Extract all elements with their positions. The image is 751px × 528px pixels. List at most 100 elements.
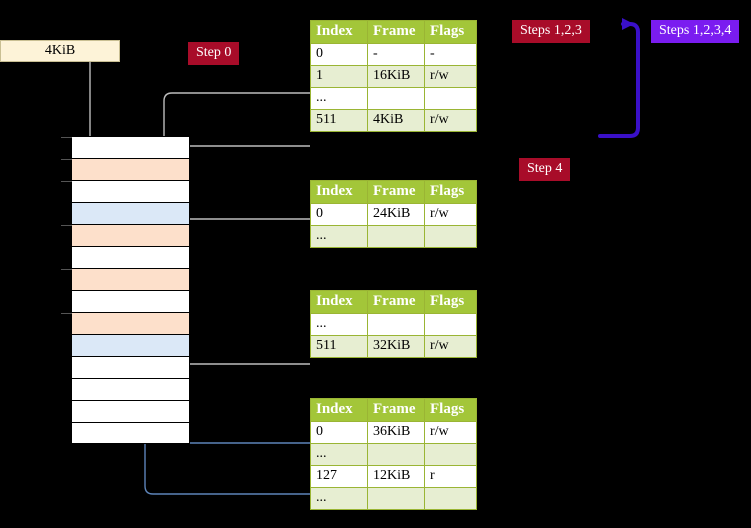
- table-cell: ...: [310, 313, 368, 336]
- memory-row-tick: [61, 159, 72, 160]
- violet-bracket-arrow: [598, 18, 640, 138]
- memory-column: [61, 136, 190, 444]
- table-row: ...: [310, 87, 477, 110]
- badge-steps-1-2-3-4: Steps 1,2,3,4: [651, 20, 740, 43]
- column-header-index: Index: [310, 180, 368, 204]
- table-cell: 32KiB: [367, 335, 425, 358]
- table-cell: ...: [310, 225, 368, 248]
- memory-row: [61, 136, 190, 158]
- memory-row: [61, 224, 190, 246]
- memory-row: [71, 356, 190, 378]
- kib-box-label: 4KiB: [44, 43, 76, 58]
- table-cell: [424, 487, 477, 510]
- table-cell: r/w: [424, 65, 477, 88]
- table-cell: 16KiB: [367, 65, 425, 88]
- table-cell: ...: [310, 87, 368, 110]
- table-cell: 36KiB: [367, 421, 425, 444]
- wire-table2-row511-to-memory: [177, 308, 310, 365]
- column-header-flags: Flags: [424, 20, 477, 44]
- memory-row-tick: [61, 181, 72, 182]
- badge-step-0: Step 0: [188, 42, 240, 65]
- table-cell: 511: [310, 109, 368, 132]
- memory-row: [61, 180, 190, 202]
- table-cell: [367, 487, 425, 510]
- table-cell: 4KiB: [367, 109, 425, 132]
- table-cell: 12KiB: [367, 465, 425, 488]
- wire-table0-row1-to-memory: [163, 92, 310, 154]
- table-cell: r/w: [424, 109, 477, 132]
- table-cell: 0: [310, 421, 368, 444]
- memory-row: [61, 158, 190, 180]
- table-row: ...: [310, 313, 477, 336]
- table-cell: -: [424, 43, 477, 66]
- memory-row: [61, 312, 190, 334]
- table-row: ...: [310, 225, 477, 248]
- memory-row: [71, 422, 190, 444]
- badge-step-4: Step 4: [519, 158, 571, 181]
- table-cell: 1: [310, 65, 368, 88]
- wire-table0-row511-to-memory: [177, 140, 310, 156]
- table-cell: [424, 225, 477, 248]
- wire-table1-row0-to-memory: [177, 218, 310, 262]
- table-cell: [367, 87, 425, 110]
- badge-steps-1-2-3: Steps 1,2,3: [512, 20, 590, 43]
- table-cell: 511: [310, 335, 368, 358]
- table-cell: [367, 225, 425, 248]
- table-cell: ...: [310, 443, 368, 466]
- column-header-index: Index: [310, 20, 368, 44]
- memory-row-tick: [61, 313, 72, 314]
- wire-table3-row127-to-memory: [144, 213, 310, 495]
- memory-row: [71, 378, 190, 400]
- column-header-frame: Frame: [367, 180, 425, 204]
- column-header-frame: Frame: [367, 290, 425, 314]
- table-cell: r/w: [424, 421, 477, 444]
- column-header-flags: Flags: [424, 290, 477, 314]
- table-cell: 0: [310, 43, 368, 66]
- memory-row-tick: [61, 269, 72, 270]
- table-row: ...: [310, 487, 477, 510]
- memory-row-tick: [61, 225, 72, 226]
- table-cell: r/w: [424, 203, 477, 226]
- table-cell: 127: [310, 465, 368, 488]
- table-row: ...: [310, 443, 477, 466]
- memory-row: [61, 268, 190, 290]
- table-cell: ...: [310, 487, 368, 510]
- table-cell: r/w: [424, 335, 477, 358]
- memory-row: [71, 334, 190, 356]
- column-header-index: Index: [310, 290, 368, 314]
- column-header-flags: Flags: [424, 180, 477, 204]
- column-header-index: Index: [310, 398, 368, 422]
- table-cell: -: [367, 43, 425, 66]
- kib-box: 4KiB: [0, 40, 120, 62]
- table-cell: [367, 443, 425, 466]
- table-cell: 0: [310, 203, 368, 226]
- table-cell: [424, 313, 477, 336]
- memory-row: [71, 290, 190, 312]
- column-header-frame: Frame: [367, 398, 425, 422]
- table-cell: 24KiB: [367, 203, 425, 226]
- memory-row: [71, 202, 190, 224]
- table-row: 0--: [310, 43, 477, 66]
- memory-row: [71, 246, 190, 268]
- table-cell: [424, 443, 477, 466]
- memory-row-tick: [61, 137, 72, 138]
- column-header-frame: Frame: [367, 20, 425, 44]
- column-header-flags: Flags: [424, 398, 477, 422]
- table-cell: [367, 313, 425, 336]
- table-cell: r: [424, 465, 477, 488]
